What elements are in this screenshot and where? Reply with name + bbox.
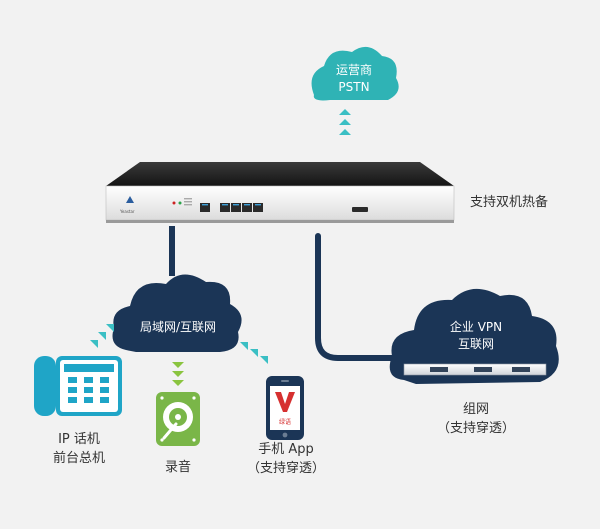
group-network-label: 组网 （支持穿透） <box>428 400 524 438</box>
mobile-app-line1: 手机 App <box>258 442 314 457</box>
mobile-app-label: 手机 App （支持穿透） <box>240 440 332 478</box>
lan-cloud-label: 局域网/互联网 <box>139 320 217 334</box>
usb-slot <box>352 207 368 212</box>
vpn-line2: 互联网 <box>457 337 494 351</box>
pstn-line1: 运营商 <box>335 63 372 77</box>
pstn-cloud-label: 运营商 PSTN <box>326 62 382 96</box>
device-to-vpn-cable <box>315 233 413 361</box>
vpn-cloud-label: 企业 VPN 互联网 <box>434 319 518 353</box>
arrows-to-mobile <box>240 342 268 364</box>
yeastar-logo-icon <box>126 196 134 203</box>
vpn-line1: 企业 VPN <box>449 320 503 334</box>
ip-phone-line2: 前台总机 <box>52 451 105 466</box>
ip-phone-line1: IP 话机 <box>58 432 100 447</box>
recorder-label: 录音 <box>164 460 191 475</box>
device-brand-label: Yeastar <box>119 209 135 214</box>
mobile-app-line2: （支持穿透） <box>246 461 325 476</box>
recorder-disk-icon <box>156 392 200 446</box>
lan-cloud <box>112 274 242 352</box>
ip-phone-icon <box>34 356 122 416</box>
group-line1: 组网 <box>462 402 489 417</box>
pstn-up-arrows <box>339 109 351 135</box>
group-line2: （支持穿透） <box>436 421 515 436</box>
ethernet-ports <box>200 203 263 212</box>
pstn-cloud <box>311 46 399 101</box>
ippbx-device <box>105 162 455 223</box>
mobile-screen-label: 绿语 <box>279 418 291 426</box>
vpn-gateway-device <box>403 363 547 376</box>
pstn-line2: PSTN <box>338 80 370 94</box>
vpn-cloud <box>389 288 559 384</box>
arrows-to-recorder <box>172 362 184 386</box>
app-logo-icon <box>275 392 295 412</box>
device-caption: 支持双机热备 <box>470 195 549 210</box>
arrows-to-phone <box>90 324 114 348</box>
mobile-phone-icon <box>266 376 304 440</box>
ip-phone-label: IP 话机 前台总机 <box>46 430 112 468</box>
